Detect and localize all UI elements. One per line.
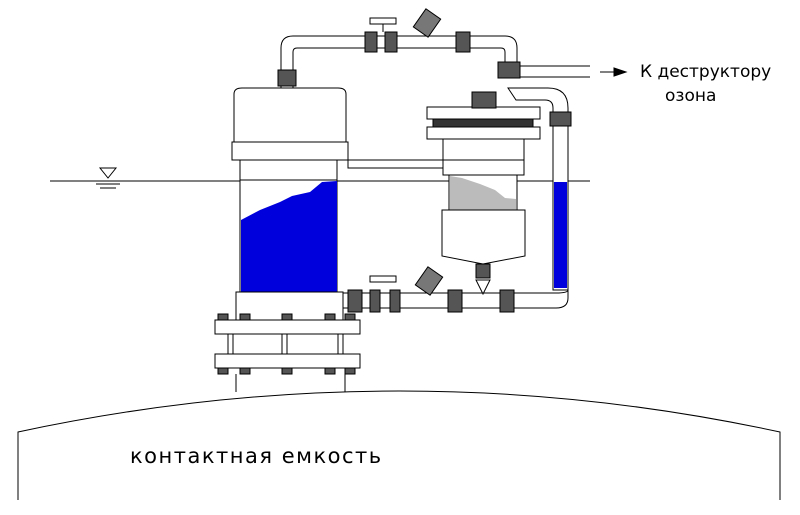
flange-gasket (432, 118, 534, 128)
pipe-union (475, 263, 491, 279)
flange-bottom (214, 353, 361, 369)
drain-cone (475, 279, 491, 296)
filter-body (414, 266, 444, 296)
pipe-union (384, 31, 398, 53)
destructor-label-ozone: озона (665, 86, 717, 106)
flange-studs (217, 313, 356, 375)
separator-foam (450, 176, 516, 210)
top-pipe (280, 35, 518, 88)
pipe-union (471, 91, 497, 109)
water-level-marker-icon (98, 167, 118, 179)
level-water (554, 182, 567, 288)
column-band (231, 141, 349, 161)
pipe-union (497, 61, 521, 79)
flange-top (214, 319, 361, 335)
column-collar (239, 159, 338, 181)
separator-collar (442, 159, 525, 176)
column-water (241, 181, 337, 292)
destructor-label: К деструктору (640, 62, 772, 82)
arrow-icon (613, 67, 628, 77)
pipe-union (364, 31, 378, 53)
pipe-union (277, 69, 297, 87)
contact-tank (17, 390, 781, 500)
separator-body (442, 138, 525, 161)
pipe-union (389, 289, 401, 313)
pipe-union (499, 289, 515, 313)
pipe-union (369, 289, 381, 313)
contact-tank-label: контактная емкость (130, 444, 383, 468)
pipe-union (549, 111, 572, 127)
separator-flange (426, 106, 541, 120)
separator-flange (426, 126, 541, 140)
valve-handle (369, 17, 397, 25)
separator-lower-tank (441, 209, 526, 265)
level-pipe (507, 87, 569, 291)
pipe-union (447, 289, 463, 313)
column-top-cap (233, 87, 347, 146)
connecting-pipe (347, 159, 444, 169)
pipe-union (347, 289, 363, 313)
valve-handle (369, 275, 397, 283)
pipe-union (455, 31, 471, 53)
filter-body (412, 8, 442, 38)
